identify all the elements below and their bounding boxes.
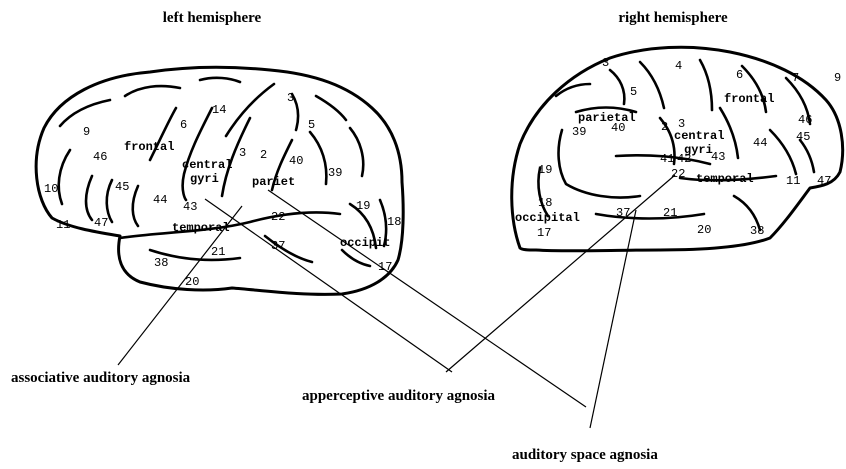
- right-area-label: 20: [697, 223, 711, 237]
- left-region-central: central: [182, 158, 232, 172]
- right-area-label: 43: [711, 150, 725, 164]
- right-area-label: 42: [677, 152, 691, 166]
- right-area-label: 19: [538, 163, 552, 177]
- left-region-frontal: frontal: [124, 140, 174, 154]
- left-region-occipital: occipit: [340, 236, 390, 250]
- left-area-label: 40: [289, 154, 303, 168]
- right-area-label: 45: [796, 130, 810, 144]
- right-area-label: 11: [786, 174, 800, 188]
- left-area-label: 3: [239, 146, 246, 160]
- left-area-label: 47: [94, 216, 108, 230]
- right-area-label: 39: [572, 125, 586, 139]
- left-area-label: 38: [154, 256, 168, 270]
- right-area-label: 37: [616, 206, 630, 220]
- left-area-label: 22: [271, 210, 285, 224]
- left-area-label: 44: [153, 193, 167, 207]
- right-area-label: 41: [660, 152, 674, 166]
- right-region-occipital: occipital: [515, 211, 580, 225]
- right-area-label: 22: [671, 167, 685, 181]
- right-hemisphere-drawing: frontal parietal central gyri temporal o…: [512, 47, 843, 251]
- right-area-label: 9: [834, 71, 841, 85]
- left-hemisphere-title: left hemisphere: [163, 10, 262, 26]
- apperceptive-auditory-agnosia-label: apperceptive auditory agnosia: [302, 388, 496, 404]
- left-area-label: 2: [260, 148, 267, 162]
- right-area-label: 46: [798, 113, 812, 127]
- right-area-label: 2: [661, 120, 668, 134]
- right-hemisphere-title: right hemisphere: [618, 10, 728, 26]
- right-area-label: 40: [611, 121, 625, 135]
- right-area-label: 17: [537, 226, 551, 240]
- auditory-space-agnosia-label: auditory space agnosia: [512, 447, 658, 463]
- left-area-label: 14: [212, 103, 226, 117]
- left-area-label: 46: [93, 150, 107, 164]
- right-area-label: 47: [817, 174, 831, 188]
- right-area-label: 18: [538, 196, 552, 210]
- left-area-label: 9: [83, 125, 90, 139]
- right-area-label: 6: [736, 68, 743, 82]
- right-area-label: 5: [630, 85, 637, 99]
- right-region-temporal: temporal: [696, 172, 754, 186]
- right-area-label: 38: [750, 224, 764, 238]
- left-area-label: 21: [211, 245, 225, 259]
- apperceptive-leader-left: [205, 199, 452, 372]
- left-area-label: 5: [308, 118, 315, 132]
- right-area-label: 44: [753, 136, 767, 150]
- apperceptive-leader-right: [446, 175, 675, 372]
- right-area-label: 21: [663, 206, 677, 220]
- left-area-label: 6: [180, 118, 187, 132]
- left-area-label: 10: [44, 182, 58, 196]
- left-area-label: 18: [387, 215, 401, 229]
- right-area-label: 3: [678, 117, 685, 131]
- right-brain-sulci: [538, 60, 814, 230]
- left-hemisphere-drawing: frontal central gyri pariet temporal occ…: [36, 67, 403, 294]
- right-area-label: 4: [675, 59, 682, 73]
- left-area-label: 39: [328, 166, 342, 180]
- left-area-label: 3: [287, 91, 294, 105]
- right-area-label: 7: [792, 71, 799, 85]
- left-area-label: 45: [115, 180, 129, 194]
- left-area-label: 11: [56, 218, 70, 232]
- right-region-frontal: frontal: [724, 92, 774, 106]
- associative-auditory-agnosia-label: associative auditory agnosia: [11, 370, 191, 386]
- right-region-parietal: parietal: [578, 111, 636, 125]
- left-area-label: 43: [183, 200, 197, 214]
- right-area-label: 3: [602, 56, 609, 70]
- left-region-gyri: gyri: [190, 172, 219, 186]
- left-region-parietal: pariet: [252, 175, 295, 189]
- left-area-label: 19: [356, 199, 370, 213]
- right-region-central: central: [674, 129, 724, 143]
